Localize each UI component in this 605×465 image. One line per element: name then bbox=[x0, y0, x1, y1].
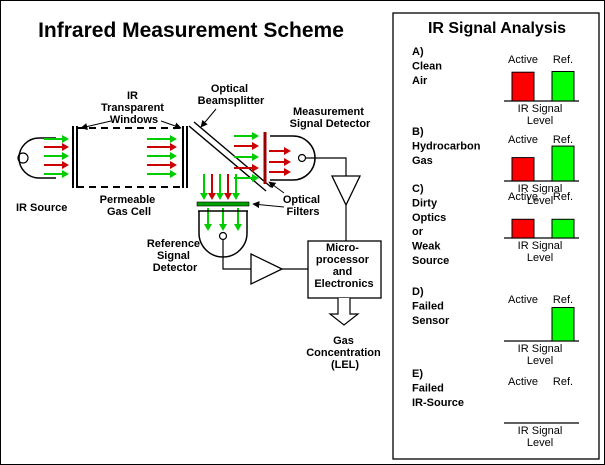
ir-arrow bbox=[224, 174, 232, 200]
beamsplitter-label: Optical Beamsplitter bbox=[198, 83, 265, 107]
filters-pointer-measurement bbox=[268, 181, 285, 194]
ir-arrow bbox=[44, 161, 69, 169]
wiring bbox=[222, 157, 347, 270]
gas-concentration-label: Gas Concentration (LEL) bbox=[306, 335, 384, 371]
permeable-gas-cell bbox=[72, 126, 188, 188]
ir-arrow bbox=[216, 174, 224, 200]
reference-amplifier bbox=[250, 252, 284, 286]
ir-arrow bbox=[234, 132, 259, 140]
active-signal-bar bbox=[511, 157, 535, 182]
measurement-amplifier bbox=[330, 175, 362, 207]
filtered-arrow bbox=[269, 158, 291, 166]
ir-arrow bbox=[200, 174, 208, 200]
ir-arrow bbox=[147, 135, 177, 143]
ir-arrow bbox=[147, 170, 177, 178]
ir-arrow bbox=[44, 135, 69, 143]
gas-cell-label: Permeable Gas Cell bbox=[100, 194, 159, 218]
panel-title: IR Signal Analysis bbox=[428, 20, 566, 37]
windows-pointer-left bbox=[80, 120, 112, 130]
active-signal-bar bbox=[511, 218, 535, 239]
ref-label: Ref. bbox=[553, 376, 573, 388]
ir-arrow bbox=[234, 153, 259, 161]
ir-windows-label: IR Transparent Windows bbox=[101, 90, 167, 126]
microprocessor-label: Micro- processor and Electronics bbox=[314, 242, 373, 290]
ref-label: Ref. bbox=[553, 134, 573, 146]
ir-arrow bbox=[234, 174, 259, 182]
microprocessor-box bbox=[307, 240, 382, 299]
ref-label: Ref. bbox=[553, 191, 573, 203]
reference-filter bbox=[196, 201, 250, 207]
active-label: Active bbox=[508, 134, 538, 146]
filters-pointer-reference bbox=[252, 201, 285, 209]
measurement-arrows bbox=[234, 132, 291, 182]
ref-signal-bar bbox=[551, 218, 575, 239]
reference-detector-label: Reference Signal Detector bbox=[147, 238, 203, 274]
active-label: Active bbox=[508, 54, 538, 66]
filtered-arrow bbox=[269, 147, 291, 155]
beamsplitter-pointer bbox=[200, 108, 217, 128]
ir-arrow bbox=[147, 143, 177, 151]
ref-label: Ref. bbox=[553, 54, 573, 66]
ir-arrow bbox=[147, 152, 177, 160]
ir-arrow bbox=[44, 170, 69, 178]
ir-arrow bbox=[147, 161, 177, 169]
windows-pointer-right bbox=[160, 120, 182, 130]
ir-arrow bbox=[234, 142, 259, 150]
ir-arrow bbox=[44, 143, 69, 151]
beamsplitter bbox=[188, 121, 272, 192]
ref-label: Ref. bbox=[553, 294, 573, 306]
measurement-detector-label: Measurement Signal Detector bbox=[290, 106, 371, 130]
ref-signal-bar bbox=[551, 145, 575, 182]
active-label: Active bbox=[508, 191, 538, 203]
ir-arrow bbox=[208, 174, 216, 200]
output-arrow bbox=[328, 298, 360, 326]
ir-arrow bbox=[232, 174, 240, 200]
filtered-arrow bbox=[269, 168, 291, 176]
active-signal-bar bbox=[511, 71, 535, 102]
cell-arrows bbox=[147, 135, 177, 178]
source-arrows bbox=[44, 135, 69, 178]
schematic: Micro- processor and Electronics Gas Con… bbox=[16, 83, 384, 371]
active-label: Active bbox=[508, 294, 538, 306]
ir-source-lamp bbox=[17, 137, 56, 179]
ir-arrow bbox=[44, 152, 69, 160]
optical-filters-label: Optical Filters bbox=[283, 194, 323, 218]
ref-signal-bar bbox=[551, 307, 575, 342]
ir-arrow bbox=[234, 164, 259, 172]
ir-source-label: IR Source bbox=[16, 202, 67, 214]
ref-signal-bar bbox=[551, 70, 575, 102]
active-label: Active bbox=[508, 376, 538, 388]
figure-title: Infrared Measurement Scheme bbox=[38, 19, 344, 42]
